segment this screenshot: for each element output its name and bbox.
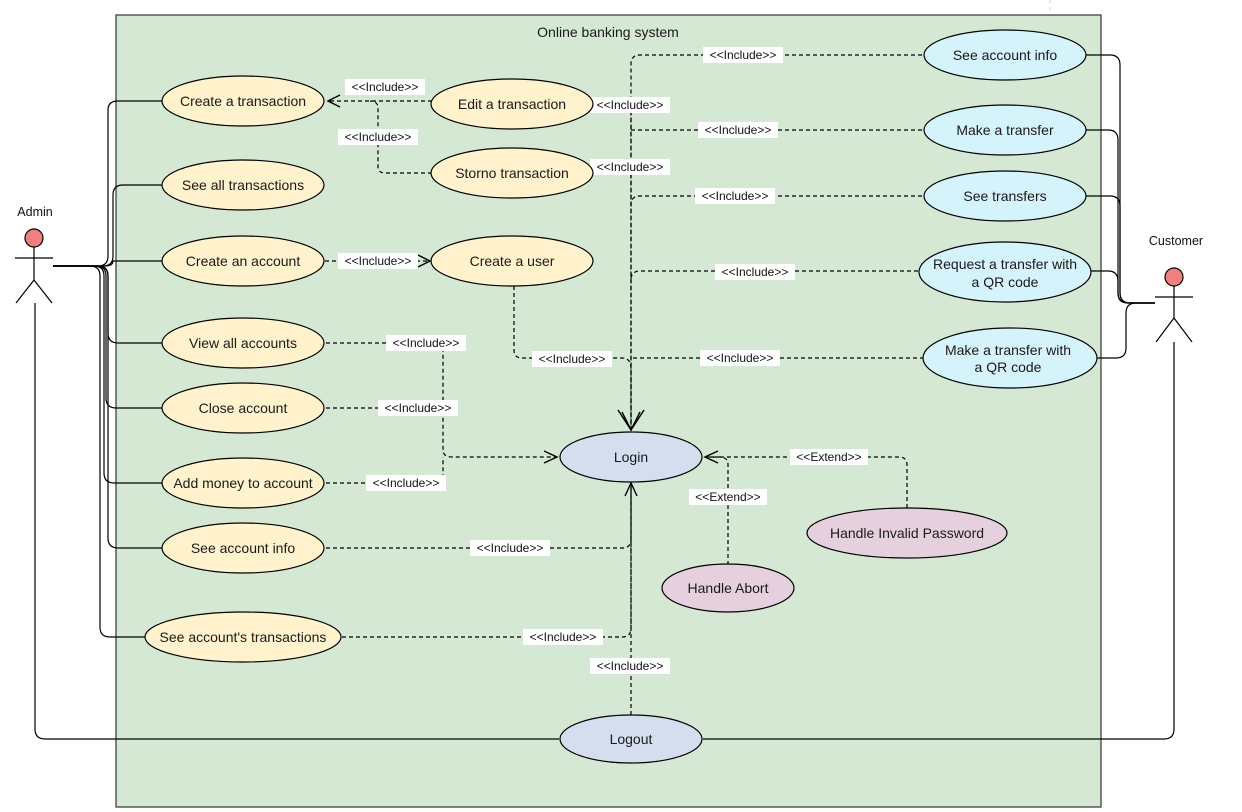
svg-text:Create a user: Create a user	[470, 253, 555, 269]
extend-label: <<Extend>>	[790, 449, 868, 465]
svg-text:See account info: See account info	[191, 540, 296, 556]
svg-text:<<Include>>: <<Include>>	[477, 541, 544, 555]
svg-text:See all transactions: See all transactions	[182, 177, 304, 193]
svg-text:<<Include>>: <<Include>>	[385, 401, 452, 415]
use-case-see-all-transactions[interactable]: See all transactions	[161, 159, 325, 211]
use-case-see-accounts-transactions[interactable]: See account's transactions	[144, 611, 342, 663]
svg-text:See account info: See account info	[953, 47, 1058, 63]
include-label: <<Include>>	[703, 47, 783, 63]
svg-text:<<Include>>: <<Include>>	[345, 130, 412, 144]
customer-actor[interactable]: Customer	[1149, 234, 1203, 343]
svg-text:See transfers: See transfers	[963, 188, 1046, 204]
svg-text:<<Include>>: <<Include>>	[705, 123, 772, 137]
svg-text:Create an account: Create an account	[186, 253, 301, 269]
use-case-logout[interactable]: Logout	[559, 714, 703, 764]
use-case-make-transfer[interactable]: Make a transfer	[923, 104, 1087, 156]
svg-text:Add money to account: Add money to account	[173, 475, 312, 491]
svg-text:Storno transaction: Storno transaction	[455, 165, 569, 181]
use-case-see-transfers[interactable]: See transfers	[923, 170, 1087, 222]
include-label: <<Include>>	[695, 188, 775, 204]
svg-text:<<Include>>: <<Include>>	[393, 336, 460, 350]
include-label: <<Include>>	[338, 129, 418, 145]
svg-text:Edit a transaction: Edit a transaction	[458, 96, 566, 112]
use-case-make-transfer-qr[interactable]: Make a transfer with a QR code	[922, 327, 1098, 389]
svg-text:<<Include>>: <<Include>>	[722, 265, 789, 279]
svg-text:<<Extend>>: <<Extend>>	[796, 450, 861, 464]
include-label: <<Include>>	[523, 629, 603, 645]
use-case-handle-invalid-password[interactable]: Handle Invalid Password	[806, 507, 1008, 559]
svg-text:Handle Abort: Handle Abort	[688, 580, 769, 596]
svg-text:<<Include>>: <<Include>>	[702, 189, 769, 203]
use-case-admin-see-account-info[interactable]: See account info	[161, 522, 325, 574]
svg-text:Close account: Close account	[199, 400, 288, 416]
use-case-handle-abort[interactable]: Handle Abort	[661, 563, 795, 613]
svg-text:<<Include>>: <<Include>>	[352, 80, 419, 94]
svg-text:<<Include>>: <<Include>>	[707, 351, 774, 365]
svg-text:a QR code: a QR code	[972, 274, 1039, 290]
svg-text:<<Include>>: <<Include>>	[597, 98, 664, 112]
svg-text:<<Include>>: <<Include>>	[597, 659, 664, 673]
admin-head	[24, 228, 44, 248]
customer-label: Customer	[1149, 234, 1203, 248]
include-label: <<Include>>	[700, 350, 780, 366]
use-case-customer-see-account-info[interactable]: See account info	[923, 29, 1087, 81]
include-label: <<Include>>	[590, 97, 670, 113]
include-label: <<Include>>	[345, 79, 425, 95]
svg-text:Make a transfer with: Make a transfer with	[945, 342, 1071, 358]
svg-text:View all accounts: View all accounts	[189, 335, 297, 351]
include-label: <<Include>>	[366, 475, 446, 491]
admin-label: Admin	[17, 205, 52, 219]
svg-text:<<Include>>: <<Include>>	[530, 630, 597, 644]
svg-text:Create a transaction: Create a transaction	[180, 93, 306, 109]
use-case-request-transfer-qr[interactable]: Request a transfer with a QR code	[918, 241, 1092, 303]
svg-text:<<Include>>: <<Include>>	[710, 48, 777, 62]
svg-text:Logout: Logout	[610, 731, 653, 747]
svg-text:Make a transfer: Make a transfer	[956, 122, 1054, 138]
include-label: <<Include>>	[590, 658, 670, 674]
svg-text:Handle Invalid Password: Handle Invalid Password	[830, 525, 984, 541]
include-label: <<Include>>	[532, 351, 612, 367]
include-label: <<Include>>	[378, 400, 458, 416]
use-case-create-user[interactable]: Create a user	[430, 235, 594, 287]
customer-head	[1164, 267, 1184, 287]
svg-text:See account's transactions: See account's transactions	[160, 629, 327, 645]
use-case-storno-transaction[interactable]: Storno transaction	[430, 147, 594, 199]
svg-text:a QR code: a QR code	[975, 359, 1042, 375]
svg-text:Request a transfer with: Request a transfer with	[933, 256, 1077, 272]
use-case-create-transaction[interactable]: Create a transaction	[161, 75, 325, 127]
svg-text:<<Include>>: <<Include>>	[597, 160, 664, 174]
admin-actor[interactable]: Admin	[15, 205, 53, 304]
use-case-close-account[interactable]: Close account	[161, 382, 325, 434]
use-case-login[interactable]: Login	[559, 431, 703, 483]
include-label: <<Include>>	[698, 122, 778, 138]
include-label: <<Include>>	[715, 264, 795, 280]
system-title: Online banking system	[537, 24, 679, 40]
use-case-create-account[interactable]: Create an account	[161, 235, 325, 287]
svg-text:<<Include>>: <<Include>>	[373, 476, 440, 490]
use-case-edit-transaction[interactable]: Edit a transaction	[430, 78, 594, 130]
svg-text:Login: Login	[614, 449, 648, 465]
admin-associations	[34, 100, 559, 740]
include-label: <<Include>>	[590, 159, 670, 175]
customer-associations	[703, 54, 1175, 740]
extend-label: <<Extend>>	[689, 489, 767, 505]
svg-text:<<Include>>: <<Include>>	[345, 254, 412, 268]
use-case-add-money[interactable]: Add money to account	[161, 457, 325, 509]
include-label: <<Include>>	[470, 540, 550, 556]
use-case-view-all-accounts[interactable]: View all accounts	[161, 317, 325, 369]
relation-labels: <<Include>> <<Include>> <<Include>> <<In…	[338, 47, 868, 674]
svg-text:<<Extend>>: <<Extend>>	[695, 490, 760, 504]
svg-text:<<Include>>: <<Include>>	[539, 352, 606, 366]
include-label: <<Include>>	[386, 335, 466, 351]
include-label: <<Include>>	[338, 253, 418, 269]
